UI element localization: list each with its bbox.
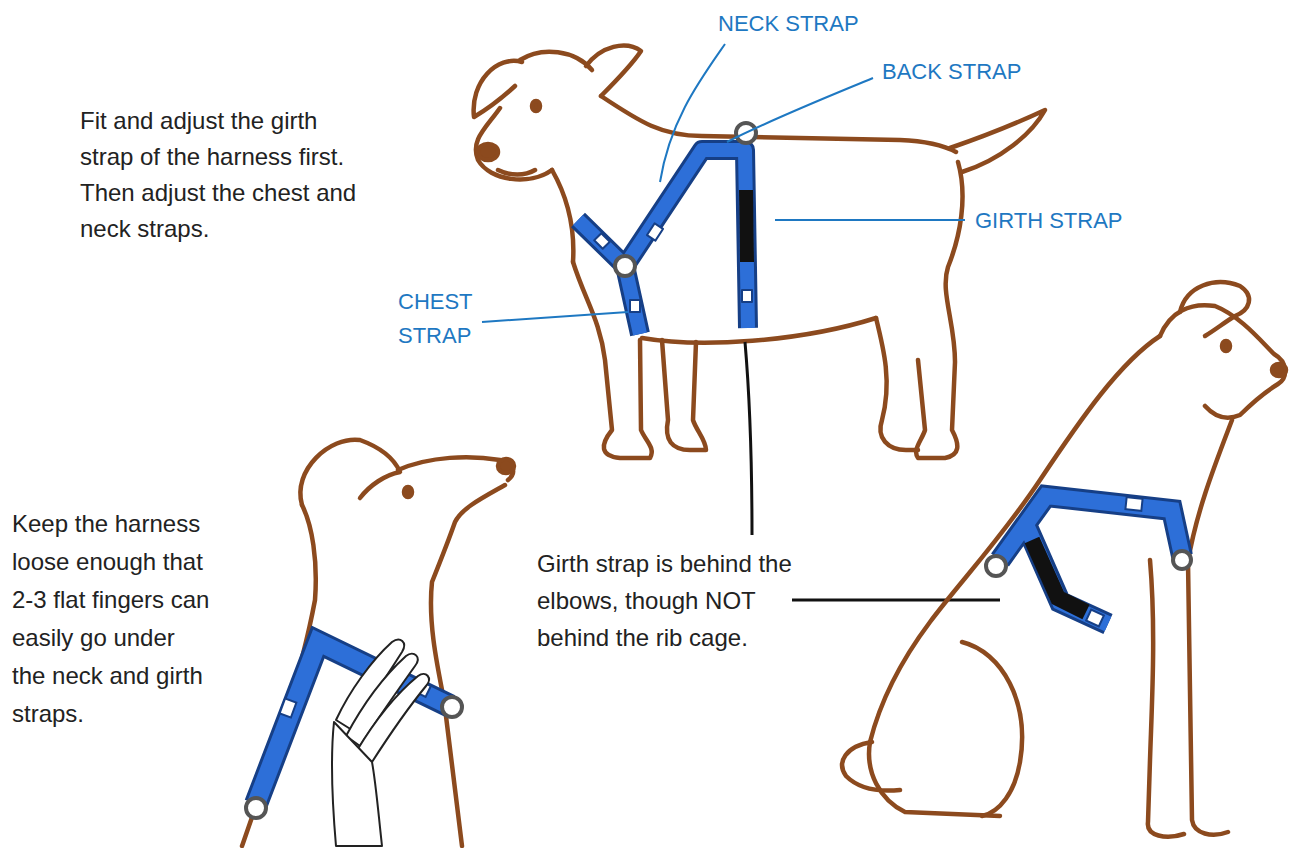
dog-belly [642, 318, 876, 343]
hand-dog [242, 440, 514, 846]
wrist [332, 722, 382, 846]
dog-hind-leg [916, 162, 962, 458]
strap [578, 150, 748, 334]
dog-face [476, 108, 552, 179]
buckle [742, 290, 752, 302]
dog-back [601, 96, 956, 152]
buckle [280, 698, 297, 717]
strap [1000, 496, 1182, 624]
leader-line [660, 44, 725, 182]
dog-haunch [962, 642, 1022, 816]
dog-eye [404, 487, 412, 497]
padding [746, 190, 747, 262]
buckle [1086, 610, 1104, 627]
part-label: BACK STRAP [882, 58, 1021, 86]
dog-head [398, 457, 513, 480]
dog-mouth [498, 170, 535, 175]
leader-lines [482, 44, 1000, 600]
dog-tail [950, 110, 1045, 172]
dog-back [869, 336, 1160, 816]
leader-line [745, 342, 752, 535]
chest-ring [615, 256, 635, 276]
dog-tail [842, 742, 900, 791]
dog-ear [300, 440, 400, 505]
dog-nose [498, 459, 514, 473]
dog-ear [586, 46, 641, 96]
padding [1032, 540, 1086, 612]
dog-chest [1188, 420, 1232, 835]
dog-hind-leg [876, 318, 918, 450]
leader-line [775, 219, 965, 221]
ring [986, 556, 1006, 576]
dog-ear [1180, 282, 1249, 336]
ring [442, 697, 462, 717]
dog-eye [1222, 341, 1230, 351]
leader-line [482, 312, 628, 322]
dog-eye [532, 101, 540, 111]
strap-outline [578, 150, 748, 334]
part-label: NECK STRAP [718, 10, 859, 38]
standing-dog [474, 46, 1045, 458]
dog-front-leg [662, 340, 706, 450]
buckle [647, 223, 663, 240]
fit-note: Keep the harness loose enough that 2-3 f… [12, 505, 212, 733]
placement-note: Girth strap is behind the elbows, though… [537, 545, 807, 656]
strap-outline [1000, 496, 1182, 624]
dog-nose [1272, 364, 1286, 376]
buckle [630, 300, 640, 312]
instruction-note: Fit and adjust the girth strap of the ha… [80, 103, 370, 247]
dog-nose [478, 144, 498, 160]
hand [332, 640, 429, 846]
buckle [1125, 497, 1142, 511]
part-label: GIRTH STRAP [975, 207, 1123, 235]
ring [1173, 551, 1191, 569]
ring [246, 798, 266, 818]
sitting-harness [986, 496, 1191, 626]
buckle [594, 233, 610, 249]
sitting-dog [842, 282, 1286, 837]
dog-front-leg [1148, 560, 1184, 837]
dog-head [520, 52, 592, 70]
leader-line [727, 78, 873, 142]
dog-neck [552, 170, 573, 262]
leader-line [792, 599, 1000, 602]
part-label: CHEST STRAP [398, 285, 488, 353]
dog-jaw [431, 485, 505, 846]
finger [356, 674, 429, 762]
